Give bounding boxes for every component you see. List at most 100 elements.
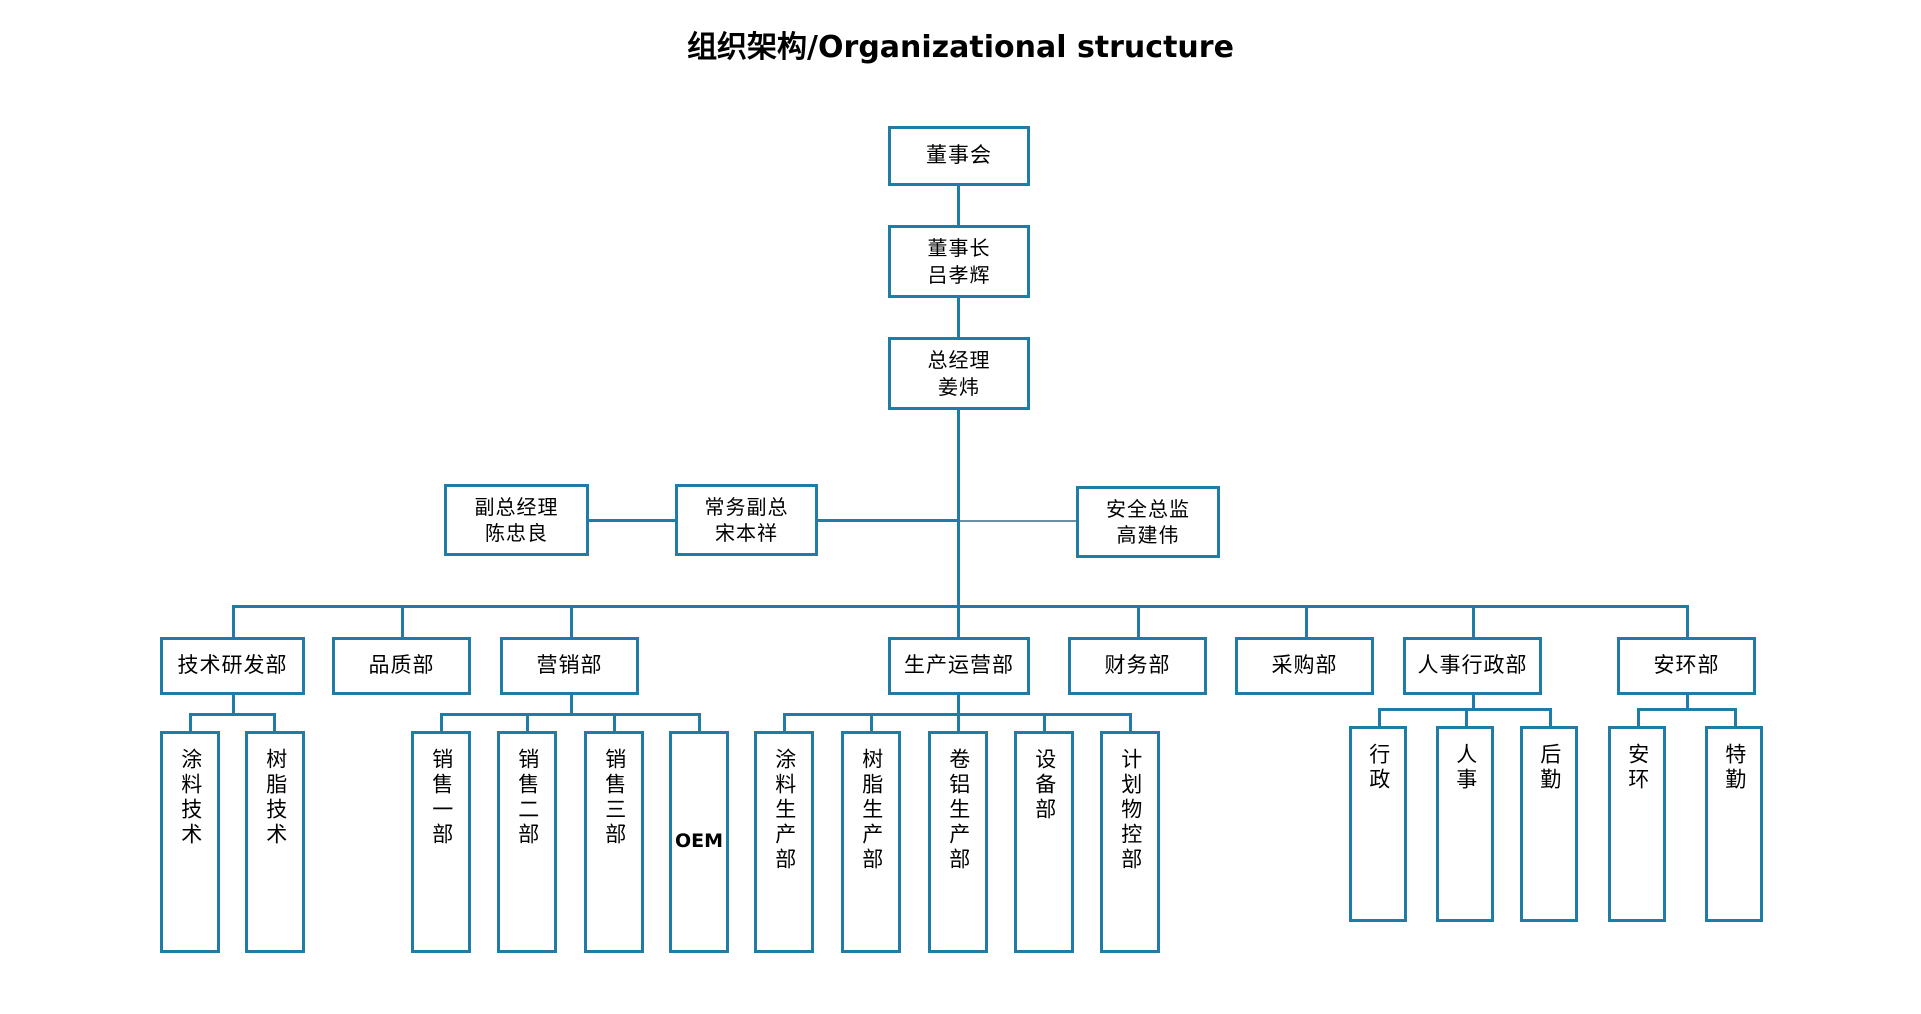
node-department-hr-admin[interactable]: 人事行政部 [1403,637,1542,695]
leaf-label-resin-technology: 树脂技术 [263,748,288,848]
node-leaf-safety-environment[interactable]: 安环 [1608,726,1666,922]
node-executive-vp-name: 宋本祥 [715,521,778,545]
connector-exec-vp-to-spine [818,519,960,522]
leaf-label-sales-dept-3: 销售三部 [602,748,627,848]
connector-bus-to-rd [232,605,235,638]
node-leaf-resin-production[interactable]: 树脂生产部 [841,731,901,953]
leaf-label-coating-technology: 涂料技术 [178,748,203,848]
connector-marketing-leaf-1 [440,713,443,733]
node-leaf-coating-production[interactable]: 涂料生产部 [754,731,814,953]
node-deputy-gm-title: 副总经理 [474,494,559,519]
node-department-finance[interactable]: 财务部 [1068,637,1207,695]
node-safety-director[interactable]: 安全总监 高建伟 [1076,486,1220,558]
connector-board-to-chairman [957,185,960,225]
node-leaf-resin-technology[interactable]: 树脂技术 [245,731,305,953]
node-deputy-gm-name: 陈忠良 [485,521,548,545]
department-label-quality: 品质部 [368,653,435,678]
node-leaf-special-duty[interactable]: 特勤 [1705,726,1763,922]
node-leaf-coil-aluminum-production[interactable]: 卷铝生产部 [928,731,988,953]
leaf-label-sales-dept-1: 销售一部 [429,748,454,848]
node-executive-vp-title: 常务副总 [704,494,789,519]
connector-bus-to-quality [401,605,404,638]
connector-rd-bus [189,713,276,716]
node-board[interactable]: 董事会 [888,126,1030,186]
connector-safety-env-bus [1637,708,1737,711]
connector-bus-to-production-ops [957,605,960,638]
connector-bus-to-hr-admin [1472,605,1475,638]
node-department-safety-env[interactable]: 安环部 [1617,637,1756,695]
connector-rd-leaf-1 [189,713,192,733]
node-department-production-ops[interactable]: 生产运营部 [888,637,1030,695]
connector-bus-to-marketing [570,605,573,638]
node-department-quality[interactable]: 品质部 [332,637,471,695]
connector-marketing-leaf-2 [526,713,529,733]
node-executive-vice-president[interactable]: 常务副总 宋本祥 [675,484,818,556]
node-chairman-name: 吕孝辉 [927,262,991,287]
department-label-safety-env: 安环部 [1653,653,1720,678]
connector-production-leaf-5 [1129,713,1132,733]
node-general-manager[interactable]: 总经理 姜炜 [888,337,1030,410]
leaf-label-resin-production: 树脂生产部 [859,748,884,873]
node-leaf-logistics[interactable]: 后勤 [1520,726,1578,922]
leaf-label-equipment: 设备部 [1032,748,1057,823]
node-leaf-sales-dept-2[interactable]: 销售二部 [497,731,557,953]
node-leaf-equipment[interactable]: 设备部 [1014,731,1074,953]
leaf-label-planning-material-control: 计划物控部 [1118,748,1143,873]
node-deputy-general-manager[interactable]: 副总经理 陈忠良 [444,484,589,556]
connector-hr-drop [1472,690,1475,710]
leaf-label-oem: OEM [674,830,724,853]
connector-chairman-to-gm [957,298,960,338]
connector-deputy-to-exec-vp [589,519,675,522]
connector-gm-to-exec-row [957,410,960,520]
leaf-label-sales-dept-2: 销售二部 [515,748,540,848]
connector-production-leaf-4 [1043,713,1046,733]
connector-safety-env-drop [1686,690,1689,710]
leaf-label-administration: 行政 [1366,743,1391,793]
leaf-label-coating-production: 涂料生产部 [772,748,797,873]
leaf-label-special-duty: 特勤 [1722,743,1747,793]
leaf-label-coil-aluminum-production: 卷铝生产部 [946,748,971,873]
connector-rd-leaf-2 [273,713,276,733]
node-department-marketing[interactable]: 营销部 [500,637,639,695]
node-leaf-administration[interactable]: 行政 [1349,726,1407,922]
department-label-production-ops: 生产运营部 [904,653,1014,678]
node-department-rd[interactable]: 技术研发部 [160,637,305,695]
node-chairman[interactable]: 董事长 吕孝辉 [888,225,1030,298]
connector-hr-leaf-3 [1549,708,1552,728]
connector-marketing-bus [440,713,700,716]
node-leaf-human-resources[interactable]: 人事 [1436,726,1494,922]
connector-marketing-leaf-3 [613,713,616,733]
node-department-purchasing[interactable]: 采购部 [1235,637,1374,695]
node-leaf-planning-material-control[interactable]: 计划物控部 [1100,731,1160,953]
node-safety-director-title: 安全总监 [1106,496,1190,521]
department-label-finance: 财务部 [1104,653,1171,678]
node-leaf-sales-dept-3[interactable]: 销售三部 [584,731,644,953]
connector-production-drop [957,690,960,715]
department-label-purchasing: 采购部 [1271,653,1338,678]
node-leaf-oem[interactable]: OEM [669,731,729,953]
connector-safety-env-leaf-2 [1734,708,1737,728]
connector-exec-to-department-bus [957,519,960,607]
node-general-manager-name: 姜炜 [938,374,980,399]
department-label-hr-admin: 人事行政部 [1417,653,1528,678]
connector-production-leaf-2 [870,713,873,733]
connector-production-leaf-1 [783,713,786,733]
department-bus-line [232,605,1688,608]
node-leaf-sales-dept-1[interactable]: 销售一部 [411,731,471,953]
node-safety-director-name: 高建伟 [1116,523,1180,547]
leaf-label-logistics: 后勤 [1537,743,1562,793]
connector-safety-env-leaf-1 [1637,708,1640,728]
node-chairman-title: 董事长 [927,236,991,261]
connector-marketing-drop [570,690,573,715]
node-board-label: 董事会 [926,143,992,168]
leaf-label-human-resources: 人事 [1453,743,1478,793]
connector-marketing-leaf-4 [698,713,701,733]
node-leaf-coating-technology[interactable]: 涂料技术 [160,731,220,953]
connector-hr-leaf-1 [1378,708,1381,728]
connector-bus-to-finance [1137,605,1140,638]
page-title: 组织架构/Organizational structure [687,30,1234,65]
connector-rd-drop [232,690,235,715]
department-label-rd: 技术研发部 [177,653,288,678]
connector-bus-to-purchasing [1305,605,1308,638]
